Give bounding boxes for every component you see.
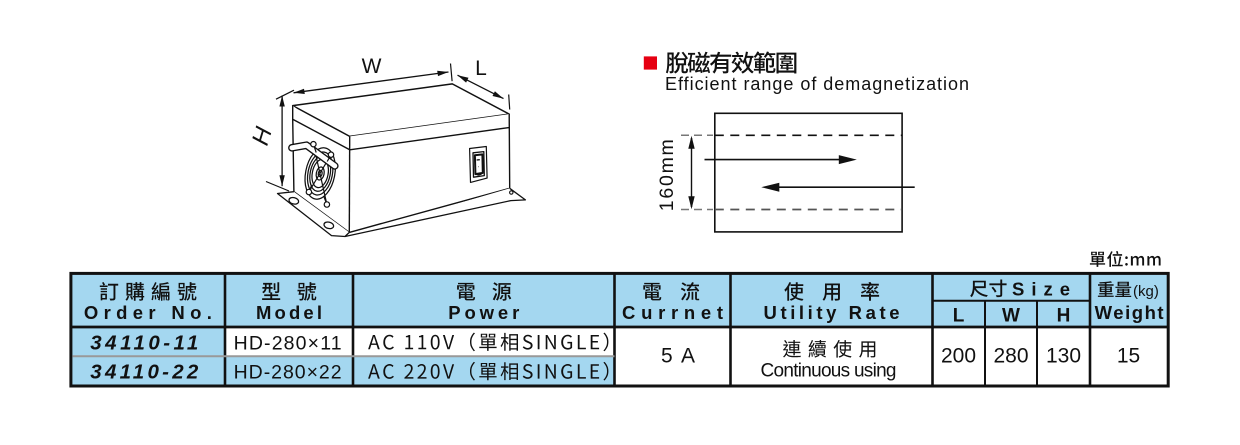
svg-text:HD-280×22: HD-280×22 — [234, 362, 342, 384]
svg-text:L: L — [475, 57, 487, 80]
svg-text:Efficient range of demagnetiza: Efficient range of demagnetization — [665, 74, 969, 94]
svg-text:W: W — [1002, 306, 1020, 327]
svg-text:Weight: Weight — [1095, 302, 1164, 323]
svg-text:130: 130 — [1046, 345, 1081, 368]
svg-text:(kg): (kg) — [1133, 283, 1159, 300]
svg-text:W: W — [362, 55, 382, 78]
svg-text:280: 280 — [993, 345, 1028, 368]
svg-text:34110-11: 34110-11 — [90, 331, 198, 354]
svg-text:160mm: 160mm — [656, 139, 678, 211]
svg-text:HD-280×11: HD-280×11 — [234, 332, 342, 354]
svg-text:200: 200 — [941, 345, 976, 368]
svg-text:Order No.: Order No. — [84, 302, 212, 323]
svg-text:Model: Model — [256, 302, 322, 323]
svg-text:H: H — [1057, 306, 1071, 327]
svg-text:Continuous using: Continuous using — [761, 361, 897, 382]
svg-text:Power: Power — [448, 302, 519, 323]
svg-text:Utility Rate: Utility Rate — [764, 302, 900, 323]
svg-text:15: 15 — [1117, 345, 1140, 368]
svg-text:L: L — [953, 306, 965, 327]
